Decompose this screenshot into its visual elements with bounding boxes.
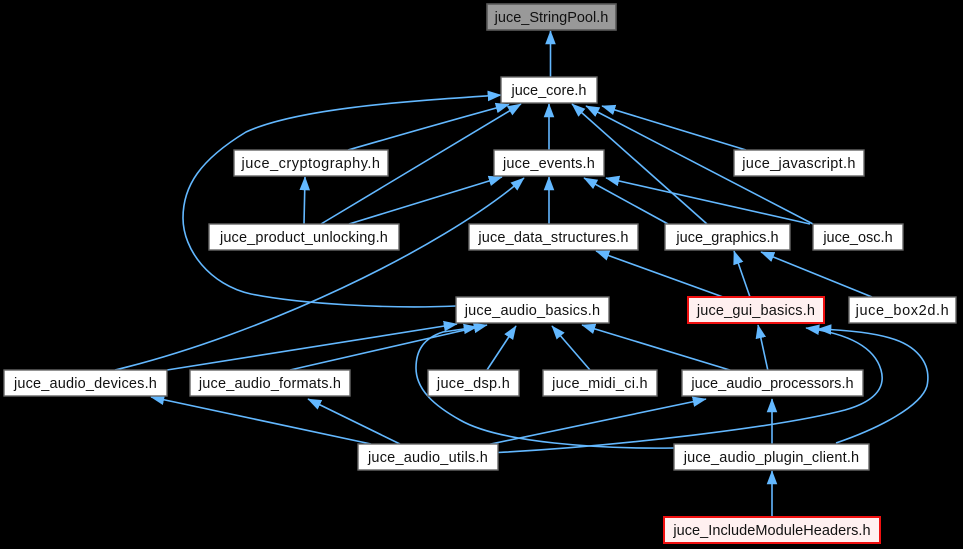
svg-text:juce_box2d.h: juce_box2d.h <box>855 303 950 319</box>
svg-text:juce_javascript.h: juce_javascript.h <box>741 156 855 172</box>
svg-text:juce_audio_utils.h: juce_audio_utils.h <box>367 450 488 466</box>
svg-text:juce_product_unlocking.h: juce_product_unlocking.h <box>219 230 388 246</box>
svg-text:juce_dsp.h: juce_dsp.h <box>436 376 510 392</box>
svg-text:juce_graphics.h: juce_graphics.h <box>675 230 778 246</box>
svg-text:juce_audio_plugin_client.h: juce_audio_plugin_client.h <box>683 450 860 466</box>
svg-text:juce_cryptography.h: juce_cryptography.h <box>240 156 380 172</box>
svg-text:juce_audio_processors.h: juce_audio_processors.h <box>690 376 853 392</box>
svg-text:juce_events.h: juce_events.h <box>502 156 595 172</box>
svg-text:juce_audio_basics.h: juce_audio_basics.h <box>464 303 601 319</box>
svg-text:juce_gui_basics.h: juce_gui_basics.h <box>696 303 815 319</box>
svg-text:juce_audio_devices.h: juce_audio_devices.h <box>13 376 157 392</box>
svg-text:juce_IncludeModuleHeaders.h: juce_IncludeModuleHeaders.h <box>672 523 870 539</box>
svg-text:juce_data_structures.h: juce_data_structures.h <box>477 230 628 246</box>
svg-text:juce_osc.h: juce_osc.h <box>822 230 892 246</box>
svg-text:juce_core.h: juce_core.h <box>511 83 587 99</box>
svg-text:juce_StringPool.h: juce_StringPool.h <box>494 10 609 26</box>
svg-text:juce_audio_formats.h: juce_audio_formats.h <box>198 376 341 392</box>
svg-text:juce_midi_ci.h: juce_midi_ci.h <box>551 376 648 392</box>
